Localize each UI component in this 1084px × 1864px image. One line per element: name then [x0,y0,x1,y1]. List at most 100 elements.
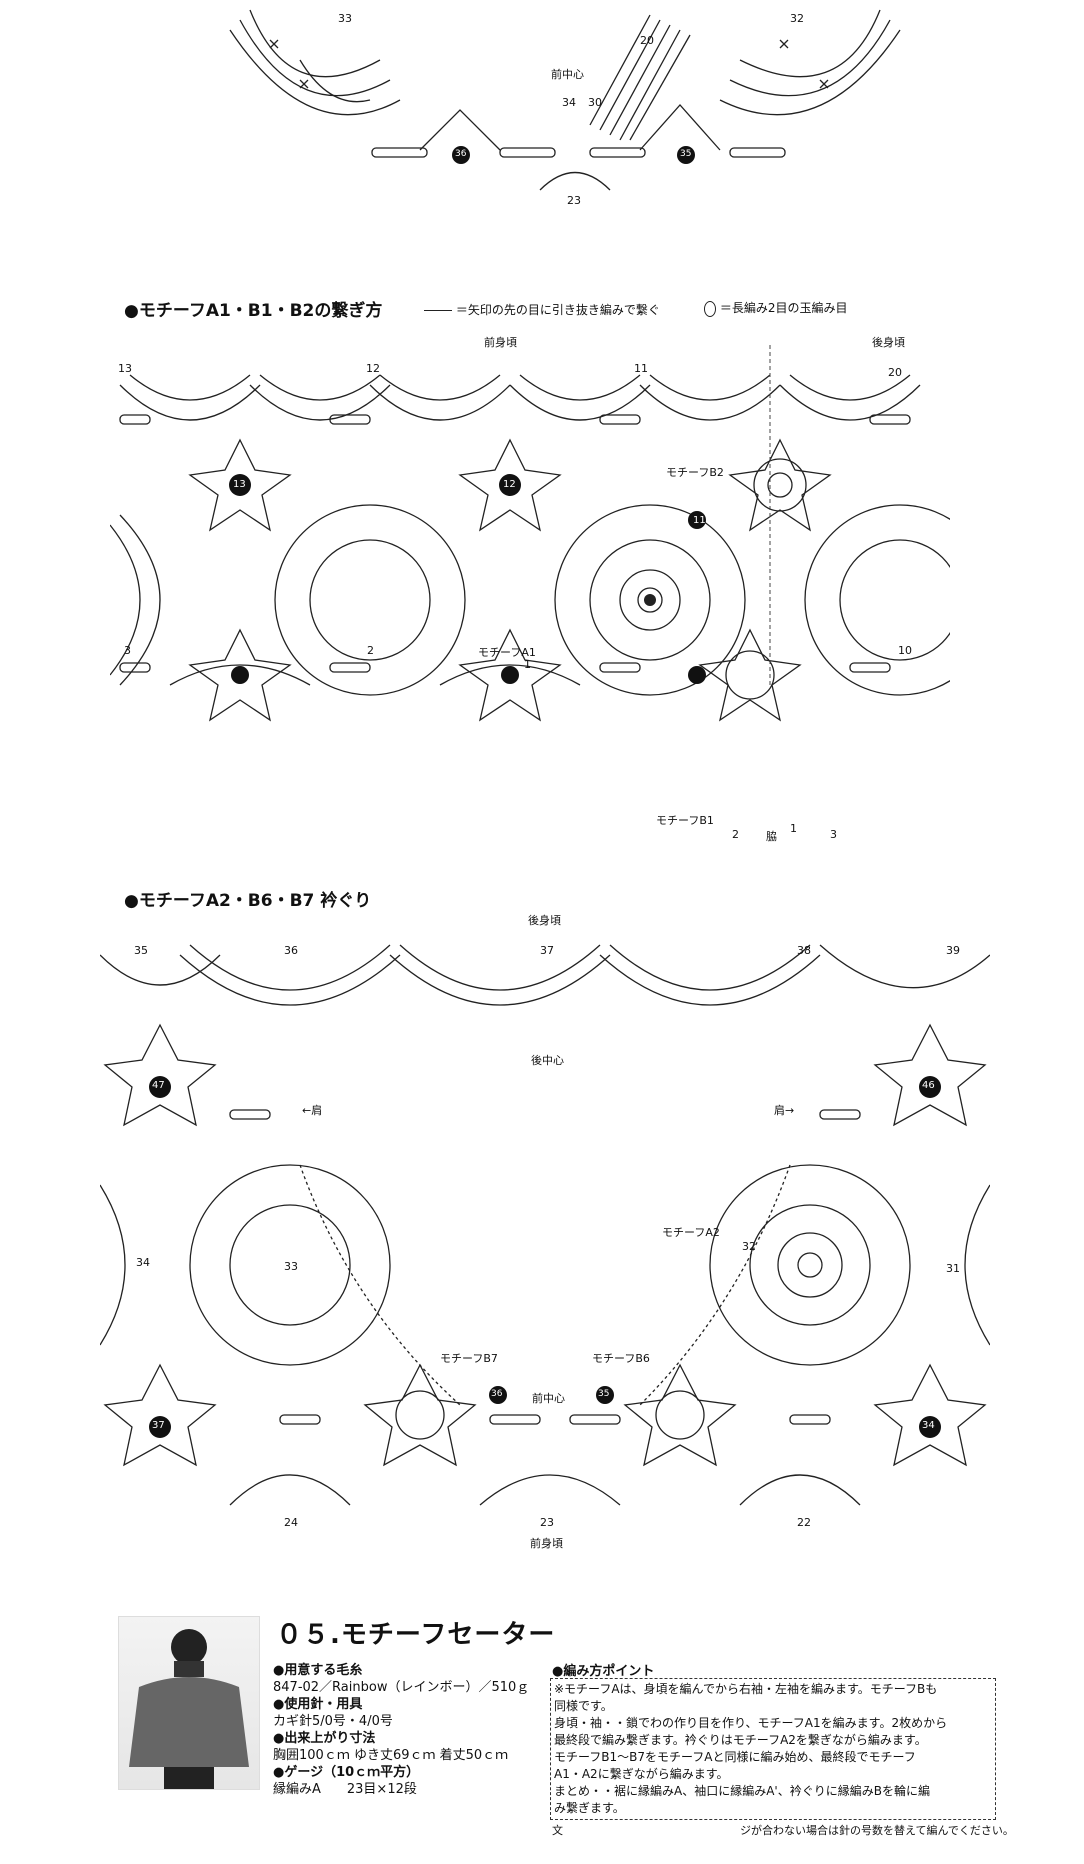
s2-num-36: 36 [491,1389,503,1399]
points-line: み繋ぎます。 [554,1801,625,1815]
s2-shoulder-left: ←肩 [302,1104,323,1117]
s1-back-body: 後身頃 [872,336,905,349]
motif-marker-37 [149,1416,171,1438]
points-line: 同様です。 [554,1699,613,1713]
motif-marker-35 [677,146,695,164]
s2-motif-b6-label: モチーフB6 [592,1352,650,1365]
s2-num-35: 35 [598,1389,610,1399]
points-line: 身頃・袖・・鎖でわの作り目を作り、モチーフA1を編みます。2枚めから [554,1716,948,1730]
s1-num-12-top: 12 [366,362,380,375]
motif-center-a1 [644,594,656,606]
model-photo [118,1616,260,1790]
gauge-value: 縁編みA 23目×12段 [273,1782,417,1797]
s2-top-38: 38 [797,944,811,957]
s1-num-11-top: 11 [634,362,648,375]
size-value: 胸囲100ｃｍ ゆき丈69ｃｍ 着丈50ｃｍ [273,1748,509,1763]
top-label-35: 35 [680,149,692,159]
s1-num-12: 12 [503,479,516,490]
top-label-23: 23 [567,194,581,207]
motif-marker-13 [229,474,251,496]
section1-title: ●モチーフA1・B1・B2の繋ぎ方 [124,301,383,321]
s2-num-37: 37 [152,1420,165,1431]
points-line: ※モチーフAは、身頃を編んでから右袖・左袖を編みます。モチーフBも [554,1682,938,1696]
pattern-title: ０５.モチーフセーター [276,1620,556,1650]
s2-top-35: 35 [134,944,148,957]
s1-side-label: 脇 [766,830,777,843]
s1-num-1-bottom: 1 [694,769,701,780]
motif-marker-35 [596,1386,614,1404]
s2-num-23: 23 [540,1516,554,1529]
s2-num-33: 33 [284,1260,298,1273]
motif-marker-36 [452,146,470,164]
s2-top-36: 36 [284,944,298,957]
points-heading: ●編み方ポイント [552,1664,655,1679]
needle-heading: ●使用針・用具 [273,1697,363,1712]
s2-front-body: 前身頃 [530,1537,563,1550]
model-figure-icon [129,1629,249,1789]
s1-num-3-bottom: 3 [237,769,244,780]
s2-num-31: 31 [946,1262,960,1275]
legend-line-icon [424,310,452,311]
s1-num-13-top: 13 [118,362,132,375]
yarn-value: 847-02／Rainbow（レインボー）／510ｇ [273,1680,530,1695]
s2-back-body: 後身頃 [528,914,561,927]
points-line: モチーフB1～B7をモチーフAと同様に編み始め、最終段でモチーフ [554,1750,916,1764]
s1-num-13: 13 [233,479,246,490]
s1-front-body: 前身頃 [484,336,517,349]
points-line: A1・A2に繋ぎながら編みます。 [554,1767,729,1781]
section2-title: ●モチーフA2・B6・B7 衿ぐり [124,891,372,911]
top-label-34: 34 [562,96,576,109]
motif-marker-47 [149,1076,171,1098]
top-label-20: 20 [640,34,654,47]
s1-bottom-3: 3 [830,828,837,841]
s2-num-47: 47 [152,1080,165,1091]
needle-value: カギ針5/0号・4/0号 [273,1714,393,1729]
s2-num-46: 46 [922,1080,935,1091]
s2-top-37: 37 [540,944,554,957]
s1-motif-b1-label: モチーフB1 [656,814,714,827]
legend-connect: ＝矢印の先の目に引き抜き編みで繋ぐ [424,301,660,318]
s1-bottom-2: 2 [732,828,739,841]
motif-marker-46 [919,1076,941,1098]
motif-marker-12 [499,474,521,496]
s1-motif-a1-label: モチーフA1 [478,646,536,659]
s2-back-center: 後中心 [531,1054,564,1067]
s2-num-34-left: 34 [136,1256,150,1269]
top-label-33: 33 [338,12,352,25]
s1-num-2-bottom: 2 [507,769,514,780]
top-diagram [229,9,901,191]
top-label-36: 36 [455,149,467,159]
s2-num-32: 32 [742,1240,756,1253]
size-heading: ●出来上がり寸法 [273,1731,376,1746]
legend-connect-text: ＝矢印の先の目に引き抜き編みで繋ぐ [455,303,660,317]
motif-marker-11 [688,511,706,529]
bobble-stitch-icon [704,300,716,317]
legend-bobble-text: ＝長編み2目の玉編み目 [719,301,848,315]
s2-shoulder-right: 肩→ [774,1104,795,1117]
top-label-30: 30 [588,96,602,109]
s1-motif-b2-label: モチーフB2 [666,466,724,479]
points-line: まとめ・・裾に縁編みA、袖口に縁編みA'、衿ぐりに縁編みBを輪に編 [554,1784,930,1798]
s2-num-24: 24 [284,1516,298,1529]
s2-motif-b7-label: モチーフB7 [440,1352,498,1365]
section2-diagram [100,944,990,1506]
s1-num-20-top: 20 [888,366,902,379]
footnote-prefix: 文 [552,1824,563,1837]
yarn-heading: ●用意する毛糸 [273,1663,363,1678]
s1-bottom-1: 1 [790,822,797,835]
s1-num-10: 10 [898,644,912,657]
footnote: 文 ジが合わない場合は針の号数を替えて編んでください。 [552,1822,1014,1838]
motif-marker-2 [501,666,519,684]
motif-marker-1 [688,666,706,684]
s2-num-34-right: 34 [922,1420,935,1431]
top-front-center: 前中心 [551,68,584,81]
s2-front-center: 前中心 [532,1392,565,1405]
motif-marker-3 [231,666,249,684]
points-line: 最終段で編み繋ぎます。衿ぐりはモチーフA2を繋ぎながら編みます。 [554,1733,927,1747]
s2-num-22: 22 [797,1516,811,1529]
materials-block: ●用意する毛糸 847-02／Rainbow（レインボー）／510ｇ ●使用針・… [273,1662,529,1798]
top-label-32: 32 [790,12,804,25]
legend-bobble: ＝長編み2目の玉編み目 [704,299,847,317]
gauge-heading: ●ゲージ（10ｃｍ平方） [273,1765,420,1780]
s2-top-39: 39 [946,944,960,957]
